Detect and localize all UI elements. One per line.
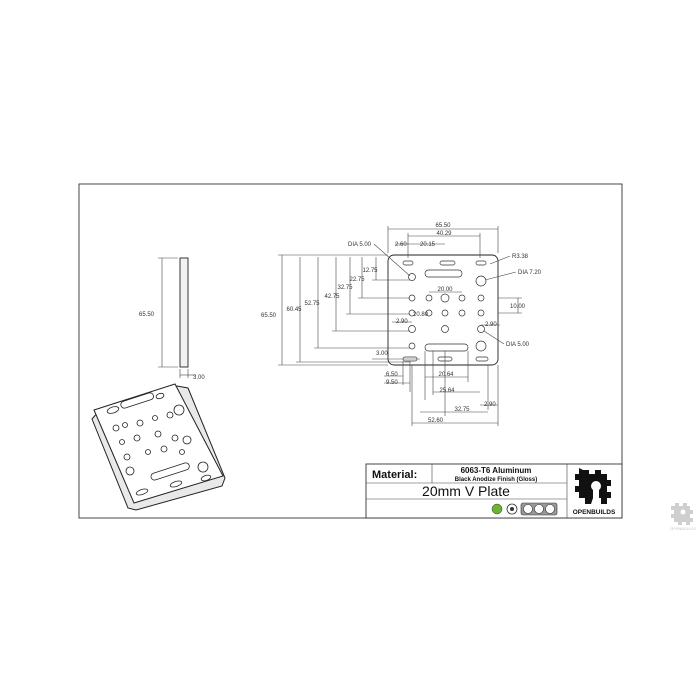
iso-hole <box>145 449 151 455</box>
iso-hole <box>125 466 135 476</box>
callout-dia-7-20: DIA 7.20 <box>518 270 542 276</box>
iso-hole <box>123 453 131 461</box>
dim-6-50: 6.50 <box>386 372 398 378</box>
iso-hole <box>136 419 144 427</box>
hole <box>425 294 433 302</box>
iso-slot <box>120 392 154 409</box>
hole <box>475 340 487 352</box>
slot <box>424 269 463 278</box>
hole <box>441 325 449 333</box>
dim-20-64: 20.64 <box>438 372 454 378</box>
dim-20-00: 20.00 <box>437 287 453 293</box>
iso-hole <box>133 434 141 442</box>
front-view-plate <box>387 254 499 366</box>
material-value: 6063-T6 Aluminum <box>461 466 532 475</box>
hole <box>408 273 416 281</box>
hole <box>477 294 485 302</box>
dim-3-00: 3.00 <box>376 351 388 357</box>
dim-2-90-left: 2.90 <box>396 319 408 325</box>
iso-slot <box>169 480 183 488</box>
dim-2-90-right: 2.90 <box>485 322 497 328</box>
dim-overall-width: 65.50 <box>435 223 451 229</box>
hole <box>458 309 466 317</box>
dim-v-52-75: 52.75 <box>304 301 320 307</box>
hole <box>477 325 485 333</box>
dim-v-42-75: 42.75 <box>324 294 340 300</box>
side-view: 65.50 3.00 <box>139 257 205 381</box>
material-label: Material: <box>372 469 417 481</box>
hole <box>408 342 416 350</box>
dim-v-22-75: 22.75 <box>349 277 365 283</box>
iso-hole <box>152 415 158 421</box>
part-name: 20mm V Plate <box>422 483 510 499</box>
hole <box>440 293 450 303</box>
iso-hole <box>182 435 192 445</box>
dim-v-12-75: 12.75 <box>362 268 378 274</box>
iso-hole <box>112 424 120 432</box>
corner-logo-text: OPENBUILDS <box>670 526 696 531</box>
dim-v-60-45: 60.45 <box>286 307 302 313</box>
iso-hole <box>166 411 174 419</box>
openbuilds-logo-text: OPENBUILDS <box>573 509 616 516</box>
slot <box>475 260 487 266</box>
dim-side-thickness: 3.00 <box>193 375 205 381</box>
dim-2-60: 2.60 <box>395 242 407 248</box>
callout-dia-5-top: DIA 5.00 <box>348 242 372 248</box>
slot <box>424 343 469 352</box>
dim-v-32-75: 32.75 <box>337 285 353 291</box>
dim-side-height: 65.50 <box>139 312 155 318</box>
iso-hole <box>179 449 185 455</box>
dim-20-15: 20.15 <box>420 242 436 248</box>
hole <box>425 309 433 317</box>
iso-hole <box>119 439 125 445</box>
iso-slot <box>200 474 212 482</box>
title-block: Material: 6063-T6 Aluminum Black Anodize… <box>365 463 623 519</box>
slot <box>475 356 489 362</box>
iso-hole <box>154 430 162 438</box>
iso-slot <box>150 462 190 481</box>
iso-hole <box>122 422 128 428</box>
dim-v-65-50: 65.50 <box>261 313 277 319</box>
recycle-icon <box>491 503 503 515</box>
side-view-plate <box>179 257 189 368</box>
slot <box>402 260 414 266</box>
callout-dia-5-bottom: DIA 5.00 <box>506 342 530 348</box>
hole <box>441 309 449 317</box>
iso-hole <box>173 404 185 416</box>
iso-slot <box>135 488 149 496</box>
isometric-view <box>91 383 226 511</box>
dim-52-60: 52.60 <box>428 418 444 424</box>
iso-hole <box>160 445 168 453</box>
iso-slot <box>155 392 165 400</box>
dim-20-80: 20.80 <box>413 312 429 318</box>
dim-9-50: 9.50 <box>386 380 398 386</box>
corner-logo: OPENBUILDS <box>670 503 696 531</box>
dim-25-64: 25.64 <box>439 388 455 394</box>
dim-32-75: 32.75 <box>454 407 470 413</box>
iso-hole <box>171 434 179 442</box>
front-view: 65.50 40.29 2.60 20.15 DIA 5.00 R3.38 DI… <box>261 223 542 426</box>
slot <box>439 260 456 266</box>
hole <box>458 294 466 302</box>
open-hardware-icon-center <box>510 507 514 511</box>
dim-10-00: 10.00 <box>510 304 526 310</box>
hole <box>408 309 416 317</box>
iso-hole <box>197 461 209 473</box>
dim-2-90-bottom: 2.90 <box>484 402 496 408</box>
callout-r-3-38: R3.38 <box>512 254 529 260</box>
iso-slot <box>106 406 120 414</box>
hole <box>408 325 416 333</box>
dim-width-4029: 40.29 <box>436 231 452 237</box>
finish-value: Black Anodize Finish (Gloss) <box>455 477 537 483</box>
hole <box>475 275 487 287</box>
gear-logo-icon <box>575 468 616 505</box>
hole <box>477 309 485 317</box>
